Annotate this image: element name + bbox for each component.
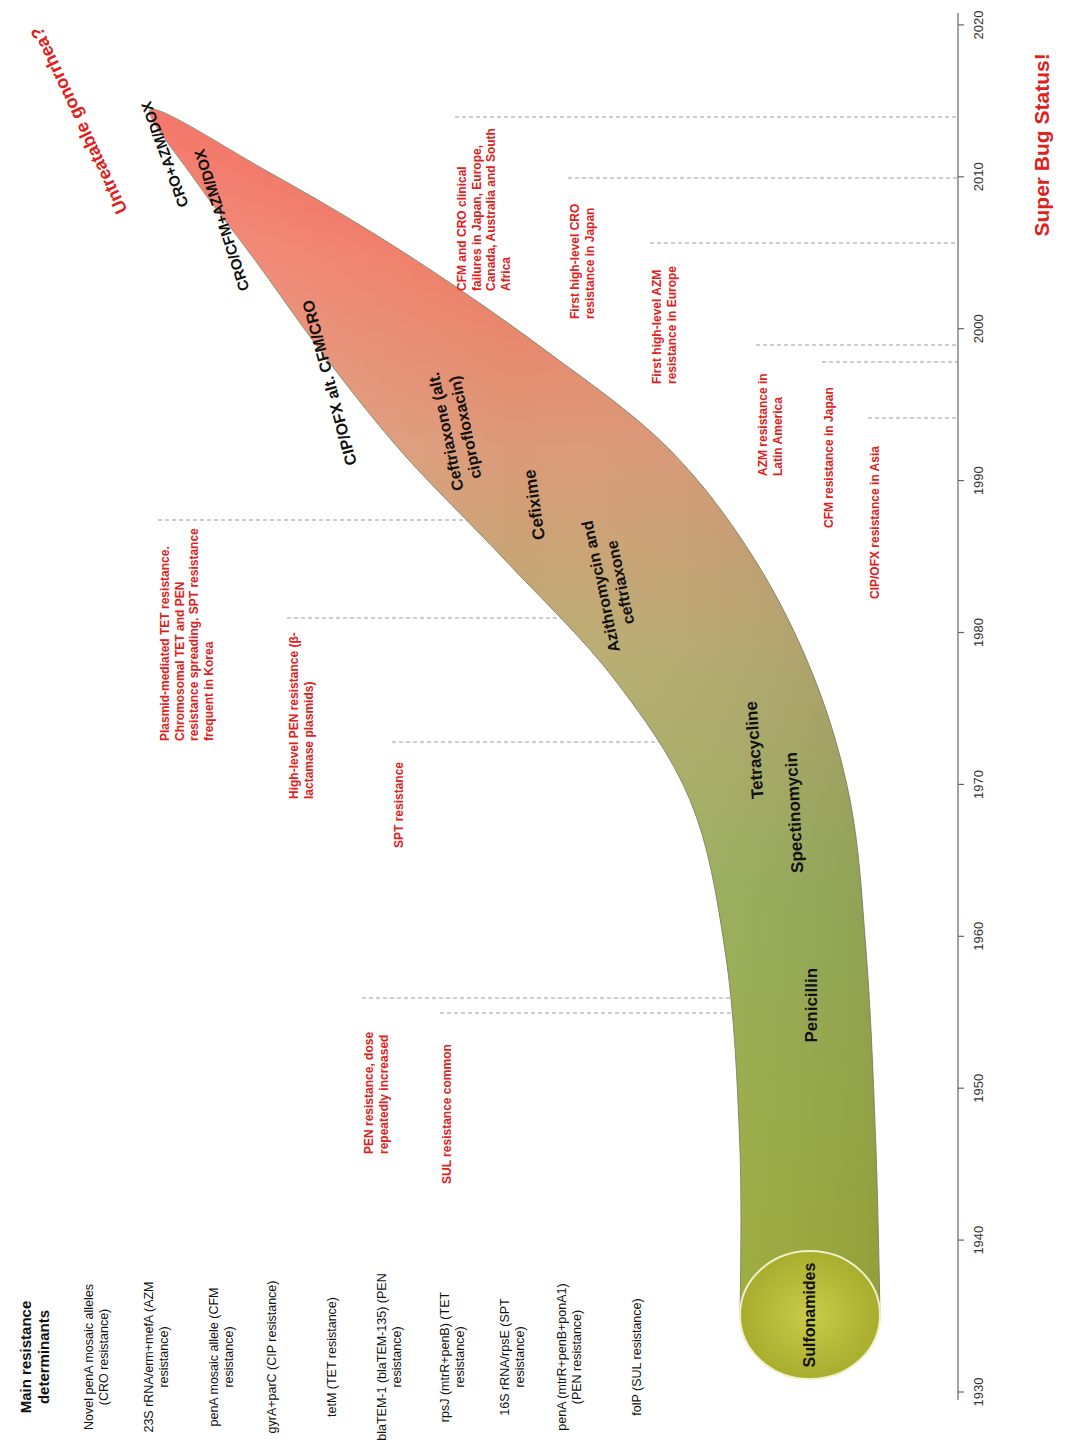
event-label: CFM and CRO clinical failures in Japan, …: [455, 123, 514, 291]
axis-tick: [958, 176, 964, 177]
resistance-determinant: blaTEM-1 (blaTEM-135) (PEN resistance): [375, 1273, 406, 1441]
event-label: SPT resistance: [392, 748, 407, 848]
resistance-horn: [149, 109, 880, 1315]
axis-tick: [958, 1088, 964, 1089]
dashed-leader: [650, 243, 958, 244]
event-label: First high-level CRO resistance in Japan: [568, 184, 597, 319]
event-label: First high-level AZM resistance in Europ…: [650, 249, 679, 384]
outlook-label: Untreatable gonorrhea?: [27, 23, 133, 217]
axis-tick: [958, 936, 964, 937]
dashed-leader: [362, 998, 780, 999]
treatment-label: Penicillin: [802, 968, 823, 1043]
axis-tick: [958, 632, 964, 633]
year-label: 1940: [971, 1226, 987, 1255]
axis-tick: [958, 1239, 964, 1240]
resistance-determinant: folP (SUL resistance): [630, 1273, 645, 1441]
resistance-determinant: rpsJ (mtrR+penB) (TET resistance): [438, 1273, 469, 1441]
event-label: CFM resistance in Japan: [822, 368, 837, 528]
column-heading: Main resistance determinants: [17, 1282, 54, 1432]
year-label: 2020: [971, 10, 987, 39]
status-label: Super Bug Status!: [1029, 53, 1055, 236]
axis-tick: [958, 480, 964, 481]
year-label: 1930: [971, 1378, 987, 1407]
axis-tick: [958, 1391, 964, 1392]
dashed-leader: [822, 362, 958, 363]
dashed-leader: [568, 178, 958, 179]
year-axis: [958, 13, 964, 1400]
event-label: High-level PEN resistance (β-lactamase p…: [287, 624, 316, 799]
resistance-determinant: Novel penA mosaic alleles (CRO resistanc…: [82, 1273, 113, 1441]
event-label: CIP/OFX resistance in Asia: [868, 424, 883, 599]
dashed-leader: [440, 1013, 780, 1014]
axis-tick: [958, 784, 964, 785]
resistance-determinant: 16S rRNA/rpsE (SPT resistance): [498, 1273, 529, 1441]
horn-shading: [149, 109, 880, 1315]
horn-mouth: [740, 1251, 880, 1379]
event-label: SUL resistance common: [440, 1019, 455, 1184]
resistance-determinant: penA mosaic allele (CFM resistance): [207, 1273, 238, 1441]
axis-tick: [958, 328, 964, 329]
resistance-determinant: penA (mtrR+penB+ponA1) (PEN resistance): [555, 1273, 586, 1441]
resistance-determinant: 23S rRNA/erm+mefA (AZM resistance): [142, 1273, 173, 1441]
event-label: AZM resistance in Latin America: [756, 351, 785, 476]
year-label: 1960: [971, 922, 987, 951]
axis-tick: [958, 24, 964, 25]
year-label: 2010: [971, 162, 987, 191]
dashed-leader: [455, 117, 958, 118]
dashed-leader: [868, 418, 958, 419]
year-label: 1980: [971, 618, 987, 647]
year-label: 1990: [971, 466, 987, 495]
dashed-leader: [756, 345, 958, 346]
year-label: 2000: [971, 314, 987, 343]
treatment-label: Sulfonamides: [800, 1263, 820, 1368]
event-label: Plasmid-mediated TET resistance. Chromos…: [158, 526, 217, 741]
axis-line: [957, 13, 958, 1400]
resistance-determinant: tetM (TET resistance): [325, 1273, 340, 1441]
event-label: PEN resistance, dose repeatedly increase…: [362, 1004, 391, 1154]
year-label: 1950: [971, 1074, 987, 1103]
year-label: 1970: [971, 770, 987, 799]
resistance-determinant: gyrA+parC (CIP resistance): [265, 1273, 280, 1441]
